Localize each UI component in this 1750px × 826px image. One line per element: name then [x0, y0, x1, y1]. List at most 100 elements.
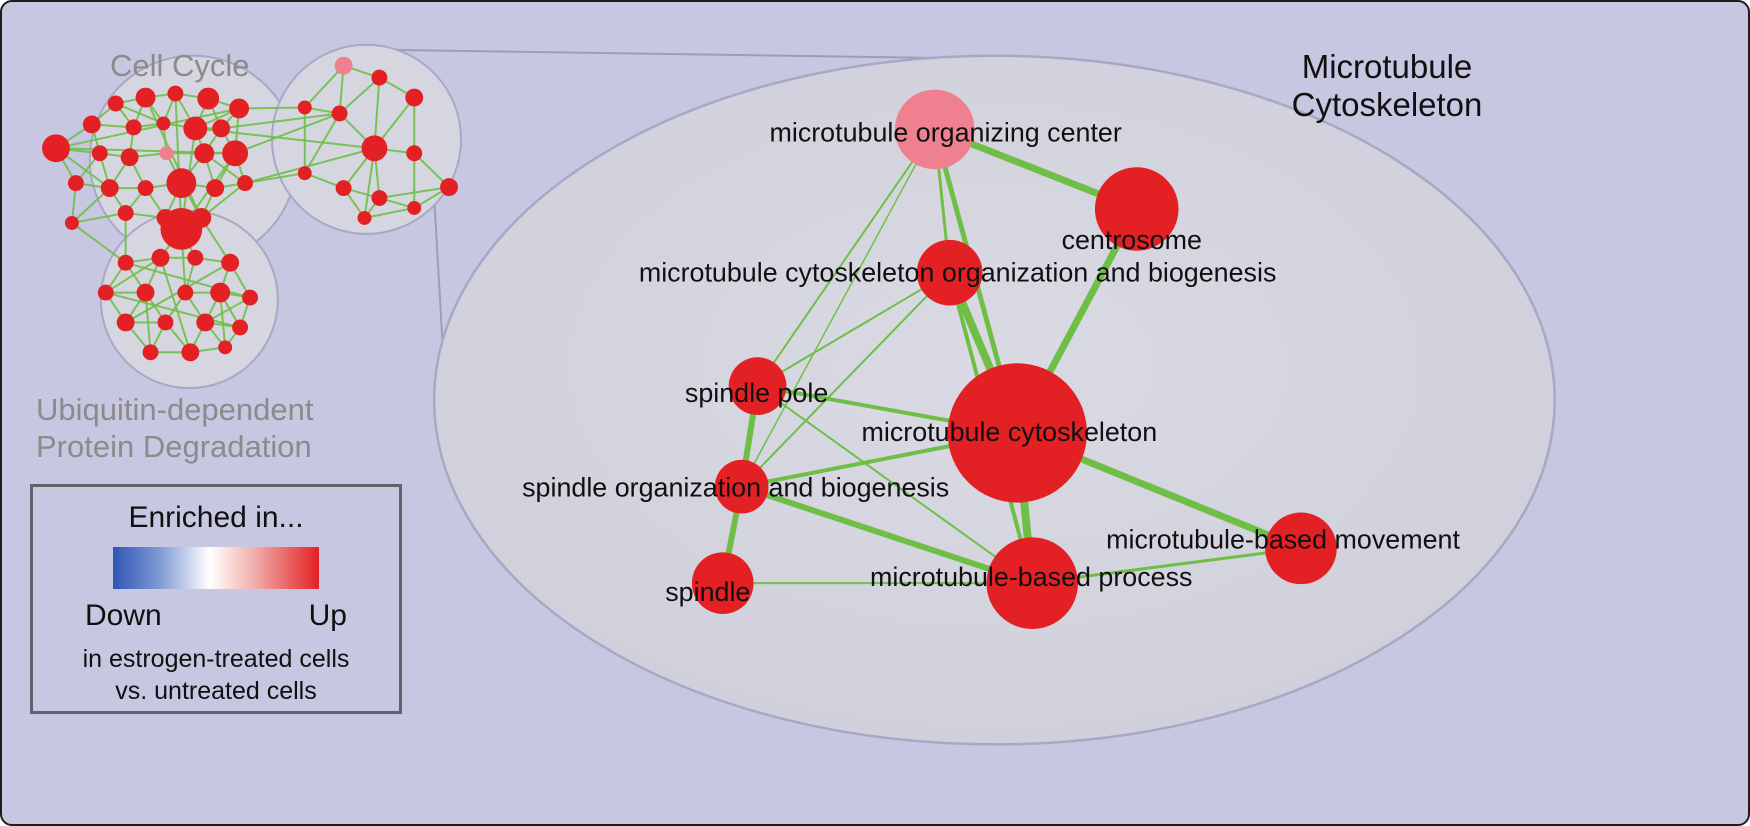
- mini-node: [218, 340, 233, 355]
- mini-node: [120, 148, 139, 167]
- mini-edge: [304, 65, 345, 109]
- label-mbp: microtubule-based process: [870, 562, 1192, 592]
- microtubule-label-line1: Microtubule: [1301, 48, 1473, 85]
- mini-node: [221, 253, 240, 272]
- mini-node: [67, 175, 84, 192]
- mini-node: [331, 105, 348, 122]
- node-mc: [947, 363, 1087, 503]
- mini-node: [212, 119, 231, 138]
- legend-scale-labels: Down Up: [85, 599, 347, 633]
- mini-node: [232, 319, 249, 336]
- node-spindle: [691, 552, 754, 615]
- mini-edge: [71, 222, 127, 264]
- mini-node: [116, 313, 135, 332]
- label-mcob: microtubule cytoskeleton organization an…: [639, 258, 1277, 288]
- mini-node: [194, 143, 215, 164]
- label-centrosome: centrosome: [1062, 225, 1202, 255]
- mini-node: [371, 69, 388, 86]
- mini-node: [361, 135, 388, 162]
- label-mc: microtubule cytoskeleton: [862, 417, 1158, 447]
- mini-node: [117, 205, 134, 221]
- ubiquitin-cluster-label: Ubiquitin-dependent Protein Degradation: [36, 392, 314, 465]
- mini-cluster-nodes: [42, 56, 459, 362]
- mini-node: [229, 98, 250, 119]
- mini-node: [222, 140, 249, 167]
- mini-node: [136, 283, 155, 302]
- legend-caption-line1: in estrogen-treated cells: [82, 645, 350, 673]
- mini-node: [407, 201, 422, 215]
- mini-node: [334, 56, 353, 75]
- node-mcob: [916, 239, 983, 306]
- legend-up-label: Up: [308, 599, 347, 632]
- mini-edge: [239, 106, 305, 110]
- mini-edge: [338, 76, 381, 115]
- mini-node: [297, 100, 312, 115]
- mini-edge: [364, 207, 415, 219]
- mini-edge: [105, 291, 241, 329]
- mini-edge: [105, 256, 162, 294]
- mini-edge: [71, 211, 126, 224]
- mini-node: [196, 313, 215, 332]
- label-spindle: spindle: [665, 577, 750, 607]
- mini-node: [177, 284, 194, 301]
- node-mbm: [1265, 512, 1337, 585]
- legend-title: Enriched in...: [128, 501, 304, 534]
- ubiquitin-label-line2: Protein Degradation: [36, 428, 312, 464]
- edge-moc-so: [740, 129, 936, 487]
- microtubule-cluster-label: Microtubule Cytoskeleton: [1277, 48, 1497, 124]
- node-spindle_pole: [728, 357, 787, 415]
- label-moc: microtubule organizing center: [769, 117, 1121, 147]
- mini-edge: [244, 147, 375, 185]
- node-centrosome: [1094, 167, 1179, 251]
- microtubule-label-line2: Cytoskeleton: [1291, 85, 1483, 123]
- mini-node: [206, 179, 225, 198]
- zoomed-network-nodes: [691, 89, 1337, 629]
- node-so: [714, 459, 769, 514]
- mini-node: [405, 88, 424, 107]
- edge-mcob-spindle_pole: [757, 271, 951, 387]
- mini-node: [91, 145, 108, 162]
- node-moc: [894, 89, 975, 170]
- mini-edge: [144, 97, 203, 219]
- legend-caption-line2: vs. untreated cells: [115, 677, 317, 705]
- mini-edge: [221, 112, 340, 130]
- mini-node: [181, 343, 200, 362]
- mini-node: [406, 145, 423, 162]
- mini-node: [64, 215, 79, 230]
- mini-edge: [379, 186, 450, 200]
- mini-node: [42, 134, 70, 163]
- mini-node: [160, 207, 203, 250]
- label-mbm: microtubule-based movement: [1106, 524, 1460, 554]
- edge-moc-spindle_pole: [756, 128, 936, 387]
- mini-node: [82, 115, 101, 134]
- mini-node: [137, 180, 154, 197]
- mini-edge: [174, 93, 183, 229]
- mini-node: [297, 166, 312, 181]
- mini-node: [157, 314, 174, 331]
- mini-node: [142, 344, 159, 361]
- node-mbp: [986, 537, 1079, 629]
- mini-node: [100, 179, 119, 198]
- legend-down-label: Down: [85, 599, 162, 632]
- mini-node: [167, 85, 184, 102]
- enrichment-color-scale: [113, 547, 319, 589]
- mini-node: [117, 254, 134, 271]
- mini-node: [159, 146, 174, 161]
- mini-node: [125, 119, 142, 136]
- mini-node: [187, 249, 204, 266]
- mini-node: [156, 116, 171, 131]
- mini-node: [210, 282, 231, 303]
- edge-so-mbp: [740, 483, 1034, 587]
- cell-cycle-cluster-label: Cell Cycle: [110, 48, 250, 83]
- mini-node: [440, 178, 459, 197]
- zoomed-network-labels: microtubule organizing centercentrosomem…: [522, 117, 1460, 607]
- label-spindle_pole: spindle pole: [685, 378, 828, 408]
- mini-node: [197, 87, 220, 110]
- mini-edge: [55, 107, 240, 150]
- mini-node: [151, 248, 170, 267]
- mini-node: [242, 289, 259, 306]
- mini-node: [357, 210, 372, 225]
- mini-node: [183, 116, 208, 141]
- mini-node: [166, 168, 197, 199]
